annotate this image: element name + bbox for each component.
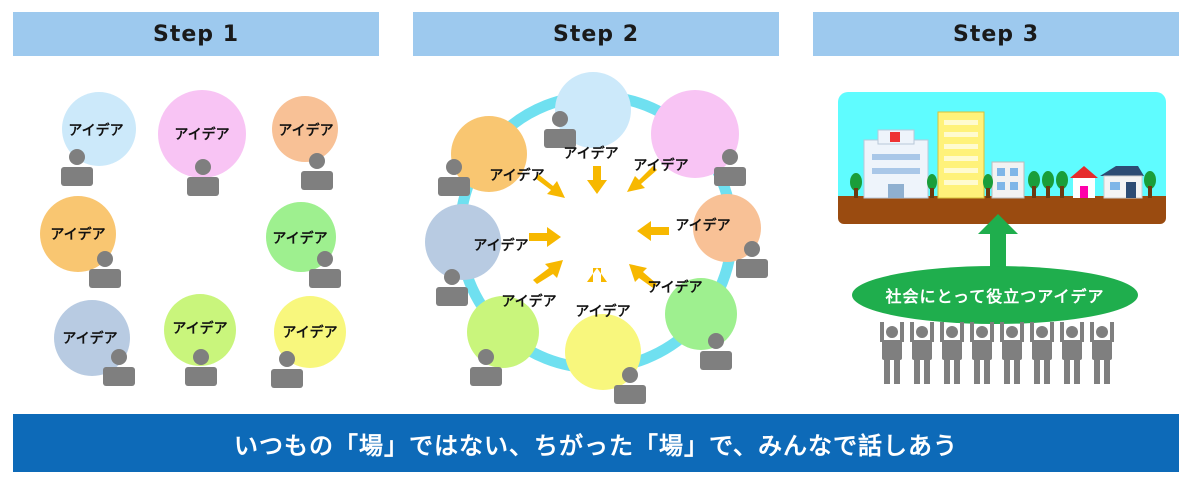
idea-label: アイデア xyxy=(174,127,230,143)
arrow-icon xyxy=(629,264,657,288)
tree-icon xyxy=(1056,171,1068,198)
trees xyxy=(850,171,1156,198)
step-2-panel: アイデア アイデア アイデア アイデア アイデア アイデア アイデア アイデア xyxy=(425,72,768,404)
arrow-icon xyxy=(529,227,561,247)
city-scene xyxy=(838,92,1166,224)
person-icon xyxy=(470,349,502,386)
hospital-icon xyxy=(863,129,929,199)
person-icon xyxy=(910,322,934,384)
arrows-to-center xyxy=(529,166,669,288)
idea-label: アイデア xyxy=(473,237,528,254)
bottom-banner: いつもの「場」ではない、ちがった「場」で、みんなで話しあう xyxy=(13,414,1179,472)
idea-label: アイデア xyxy=(633,157,688,174)
tree-icon xyxy=(983,174,993,198)
idea-bubble xyxy=(651,90,739,178)
house-icon xyxy=(1070,166,1098,198)
up-arrow-icon xyxy=(978,214,1018,268)
idea-label: アイデア xyxy=(489,167,544,184)
idea-label: アイデア xyxy=(282,325,338,341)
arrow-icon xyxy=(587,166,607,194)
person-icon xyxy=(700,333,732,370)
person-icon xyxy=(940,322,964,384)
step-2-header: Step 2 xyxy=(413,12,779,56)
tree-icon xyxy=(850,173,862,198)
person-icon xyxy=(301,153,333,190)
person-icon xyxy=(970,322,994,384)
person-icon xyxy=(185,349,217,386)
house-icon xyxy=(1100,166,1144,199)
person-icon xyxy=(714,149,746,186)
idea-bubble xyxy=(693,194,761,262)
idea-label: アイデア xyxy=(278,123,334,139)
person-icon xyxy=(438,159,470,196)
step-3-header: Step 3 xyxy=(813,12,1179,56)
person-icon xyxy=(1000,322,1024,384)
idea-label: アイデア xyxy=(50,227,106,243)
person-icon xyxy=(271,351,303,388)
idea-label: アイデア xyxy=(575,303,630,320)
arrow-icon xyxy=(637,221,669,241)
arrow-icon xyxy=(533,260,563,284)
idea-bubble xyxy=(555,72,631,148)
idea-label: アイデア xyxy=(68,123,124,139)
idea-label: アイデア xyxy=(563,145,618,162)
ground-top xyxy=(838,196,1166,206)
person-icon xyxy=(1060,322,1084,384)
idea-label: アイデア xyxy=(501,293,556,310)
person-icon xyxy=(1090,322,1114,384)
person-icon xyxy=(1030,322,1054,384)
idea-bubble xyxy=(451,116,527,192)
person-icon xyxy=(89,251,121,288)
person-icon xyxy=(187,159,219,196)
idea-bubble xyxy=(665,278,737,350)
idea-label: アイデア xyxy=(62,331,118,347)
idea-label: アイデア xyxy=(272,231,328,247)
small-building-icon xyxy=(991,161,1025,199)
tree-icon xyxy=(927,174,937,198)
tree-icon xyxy=(1144,171,1156,198)
idea-labels: アイデア アイデア アイデア アイデア アイデア アイデア アイデア アイデア xyxy=(473,145,730,320)
tree-icon xyxy=(1028,171,1040,198)
idea-label: アイデア xyxy=(675,217,730,234)
person-icon xyxy=(736,241,768,278)
idea-bubble xyxy=(272,96,338,162)
person-icon xyxy=(103,349,135,386)
step-1-header: Step 1 xyxy=(13,12,379,56)
arrow-icon xyxy=(535,174,565,198)
idea-label: アイデア xyxy=(172,321,228,337)
idea-bubble xyxy=(425,204,501,280)
idea-label: アイデア xyxy=(647,279,702,296)
idea-bubble xyxy=(565,314,641,390)
office-building-icon xyxy=(937,111,985,199)
arrow-icon xyxy=(627,166,657,192)
arrow-icon xyxy=(587,268,607,282)
person-icon xyxy=(880,322,904,384)
person-icon xyxy=(436,269,468,306)
person-icon xyxy=(544,111,576,148)
person-icon xyxy=(614,367,646,404)
participants xyxy=(436,111,768,404)
person-icon xyxy=(309,251,341,288)
person-icon xyxy=(61,149,93,186)
tree-icon xyxy=(1042,171,1054,198)
crowd xyxy=(880,322,1114,384)
goal-label: 社会にとって役立つアイデア xyxy=(852,266,1138,324)
